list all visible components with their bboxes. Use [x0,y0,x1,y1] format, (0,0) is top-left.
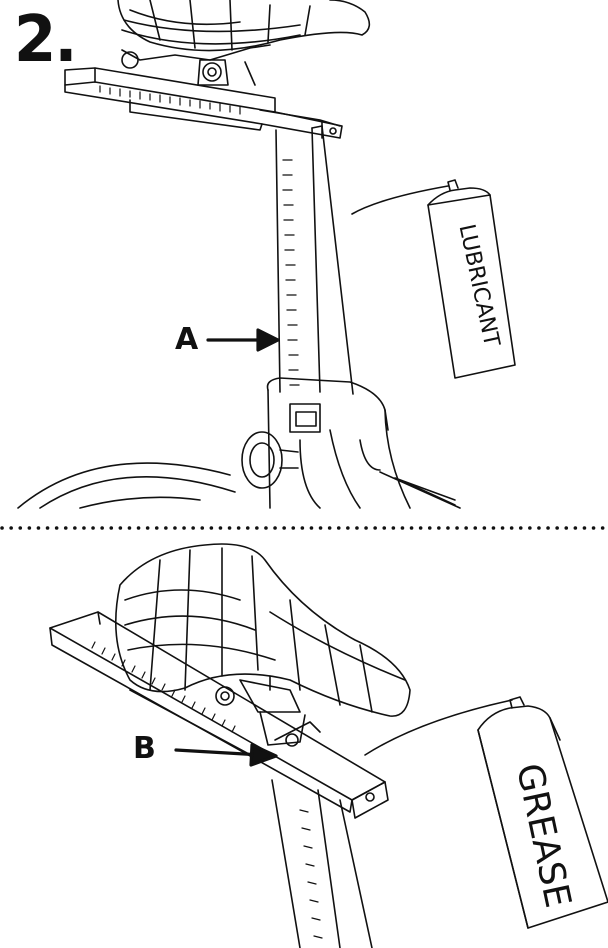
seat-clamp [121,44,271,86]
post-height-scale [282,159,300,386]
lubricant-can [351,179,516,379]
arrow-a [206,328,280,352]
bottom-panel [49,543,608,948]
slider-rail-top [64,67,343,139]
adjustment-knob [241,431,299,489]
rail-scale-ticks-bottom [91,641,236,733]
seat-post-bottom [271,779,373,948]
seat-post [275,125,354,395]
lower-frame-grip [379,471,461,509]
callout-label-a: A [175,322,199,357]
rail-scale-ticks-top [99,85,241,115]
grease-can [364,696,608,929]
frame-collar [266,377,411,509]
arrow-b [174,743,278,767]
step-number: 2. [14,3,77,77]
saddle-bottom [115,543,411,717]
post-height-scale-bottom [299,809,323,939]
saddle-top [117,0,371,52]
top-panel [17,0,516,509]
flywheel [17,462,236,509]
slider-rail-bottom [49,611,389,819]
callout-label-b: B [133,731,156,766]
